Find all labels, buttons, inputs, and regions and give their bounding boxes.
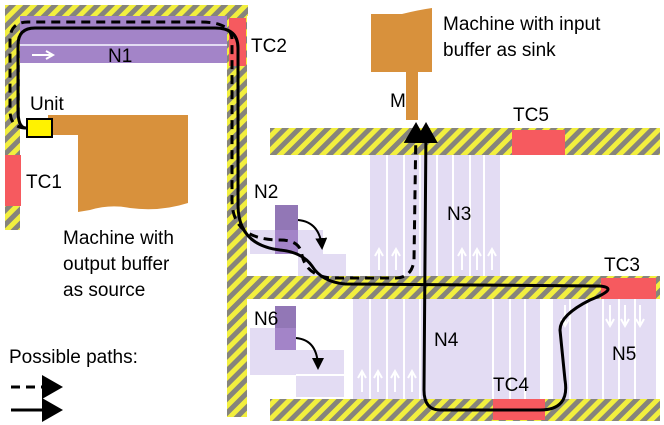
- unit: [26, 118, 53, 138]
- conveyor-n6: [250, 306, 344, 397]
- label-sink-line1: Machine with input: [443, 14, 601, 35]
- up-arrow-icons: [374, 246, 497, 270]
- right-arrow-icon: [32, 50, 56, 60]
- legend-title: Possible paths:: [9, 347, 138, 368]
- legend: Possible paths:: [9, 347, 138, 422]
- wall-middle-horizontal: [247, 276, 660, 299]
- label-tc1: TC1: [26, 172, 62, 193]
- curved-arrow-icon: [295, 337, 324, 370]
- sink-machine: [371, 8, 432, 120]
- label-n5: N5: [612, 344, 636, 365]
- label-n6: N6: [254, 309, 278, 330]
- wall-top-left: [5, 5, 248, 16]
- conveyor-n3: [370, 155, 500, 276]
- label-tc4: TC4: [493, 375, 529, 396]
- transfer-car-tc5: [512, 130, 565, 155]
- label-sink-line2: buffer as sink: [443, 40, 556, 61]
- label-unit: Unit: [30, 94, 65, 115]
- conveyor-n2: [250, 205, 346, 276]
- label-n1: N1: [108, 46, 132, 67]
- source-machine: [48, 115, 188, 212]
- label-source-line3: as source: [63, 280, 145, 301]
- conveyor-n4: [353, 299, 540, 399]
- down-arrow-icons-n5: [560, 305, 645, 329]
- label-tc5: TC5: [513, 105, 549, 126]
- label-tc3: TC3: [604, 255, 640, 276]
- label-n3: N3: [447, 204, 471, 225]
- curved-arrow-icon-n2: [297, 219, 328, 250]
- label-source-line1: Machine with: [63, 228, 174, 249]
- transfer-car-tc1: [5, 155, 21, 206]
- label-n2: N2: [254, 182, 278, 203]
- transfer-car-tc3: [601, 278, 656, 299]
- label-n4: N4: [434, 330, 459, 351]
- label-tc2: TC2: [251, 36, 287, 57]
- conveyor-n1: [20, 16, 227, 63]
- label-source-line2: output buffer: [63, 254, 170, 275]
- label-m: M: [390, 91, 406, 112]
- up-arrow-icons-n4: [357, 368, 417, 392]
- solid-path: [16, 26, 610, 412]
- conveyor-n5: [553, 299, 656, 399]
- wall-upper-horizontal: [270, 128, 660, 155]
